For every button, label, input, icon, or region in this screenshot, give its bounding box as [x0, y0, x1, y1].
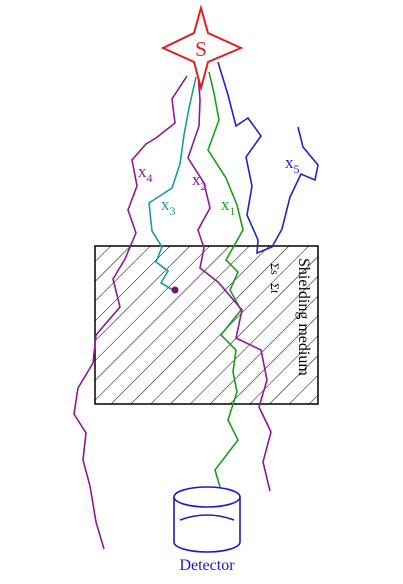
label-x3: x3 [161, 195, 176, 218]
detector-label: Detector [179, 557, 235, 574]
detector-icon [173, 486, 241, 553]
absorption-point [171, 286, 179, 294]
path-x2 [187, 73, 272, 492]
source-label: S [195, 37, 207, 61]
medium-label: Shielding medium [295, 258, 312, 376]
path-x3 [148, 76, 197, 291]
sigma-s-label: Σs [268, 263, 282, 275]
source-star-icon [160, 4, 244, 92]
path-x5 [217, 61, 319, 255]
label-x2: x2 [192, 170, 207, 193]
label-x1: x1 [221, 195, 236, 218]
label-x5: x5 [285, 153, 300, 176]
path-x1 [207, 71, 244, 488]
label-x4: x4 [138, 162, 153, 185]
shielding-medium-box [94, 245, 319, 405]
sigma-t-label: Σt [268, 283, 282, 294]
path-x4 [73, 75, 188, 550]
